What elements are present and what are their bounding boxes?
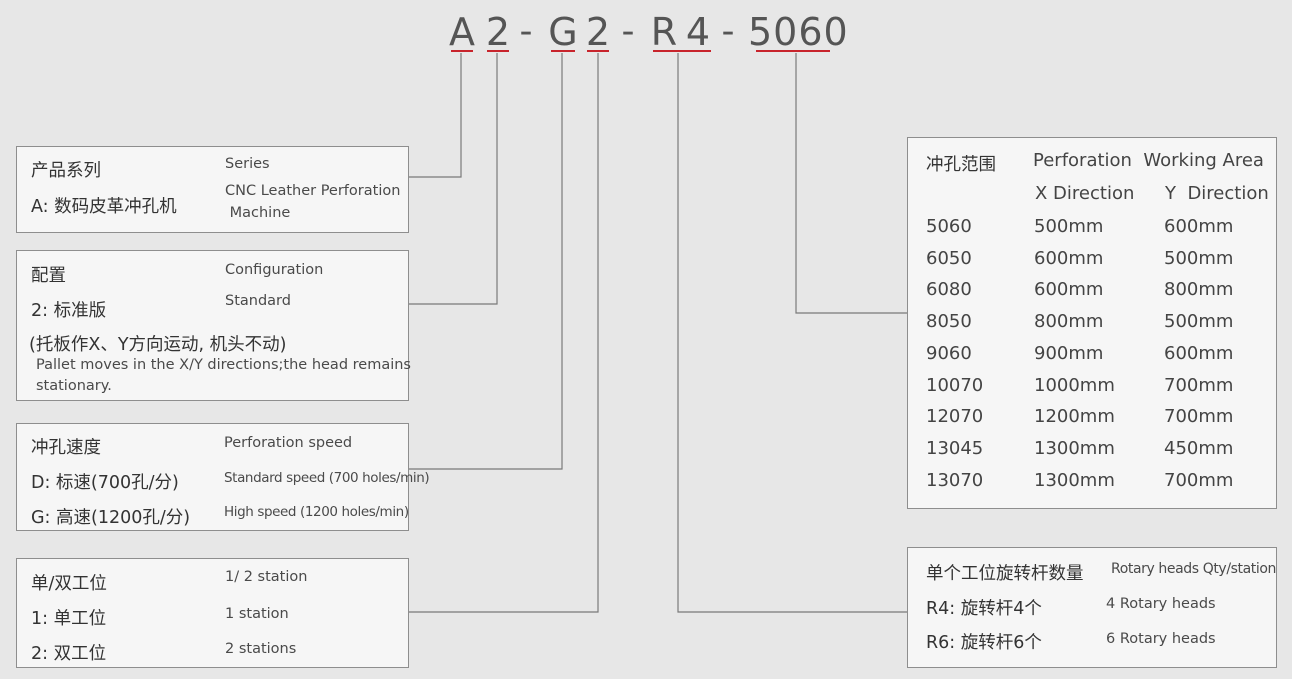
- underline-area: [756, 50, 830, 52]
- working-area-box: 冲孔范围 Perforation Working Area X Directio…: [907, 137, 1277, 509]
- station-zh-title: 单/双工位: [31, 574, 107, 594]
- speed-zh-title: 冲孔速度: [31, 438, 101, 458]
- connector-speed: [408, 53, 563, 470]
- code-station-digit: 2: [585, 10, 611, 54]
- code-dash-1: -: [519, 11, 533, 52]
- area-row-y: 500mm: [1164, 247, 1234, 269]
- area-row-model: 9060: [926, 342, 972, 364]
- area-row-x: 1300mm: [1034, 437, 1115, 459]
- area-row-y: 450mm: [1164, 437, 1234, 459]
- area-y-header: Y Direction: [1165, 183, 1269, 204]
- rotary-box: 单个工位旋转杆数量 Rotary heads Qty/station R4: 旋…: [907, 547, 1277, 668]
- series-zh-title: 产品系列: [31, 161, 101, 181]
- code-series-letter: A: [449, 10, 475, 54]
- station-zh-1: 1: 单工位: [31, 609, 107, 629]
- area-x-header: X Direction: [1035, 183, 1135, 204]
- speed-box: 冲孔速度 Perforation speed D: 标速(700孔/分) Sta…: [16, 423, 430, 531]
- series-en-value-2: Machine: [225, 205, 291, 221]
- area-row-model: 13070: [926, 469, 984, 491]
- underline-rotary: [653, 50, 711, 52]
- area-row-x: 600mm: [1034, 247, 1104, 269]
- code-rotary-digit: 4: [685, 10, 711, 54]
- speed-en-standard: Standard speed (700 holes/min): [224, 470, 430, 486]
- area-row-x: 600mm: [1034, 279, 1104, 301]
- area-row-x: 500mm: [1034, 216, 1104, 237]
- code-rotary-letter: R: [650, 10, 678, 54]
- underline-speed: [551, 50, 575, 52]
- area-row-y: 500mm: [1164, 311, 1234, 333]
- connector-rotary: [677, 53, 907, 613]
- area-row-model: 5060: [926, 216, 972, 237]
- area-row-model: 10070: [926, 374, 984, 396]
- area-row-y: 700mm: [1164, 374, 1234, 396]
- area-row-model: 8050: [926, 311, 972, 333]
- area-row-model: 6080: [926, 279, 972, 301]
- rotary-en-title: Rotary heads Qty/station: [1111, 561, 1277, 577]
- area-row-x: 800mm: [1034, 311, 1104, 333]
- station-en-1: 1 station: [225, 606, 289, 622]
- connector-area: [795, 53, 907, 314]
- station-en-title: 1/ 2 station: [225, 569, 308, 585]
- rotary-zh-r6: R6: 旋转杆6个: [926, 633, 1042, 653]
- series-zh-value: A: 数码皮革冲孔机: [31, 197, 177, 217]
- area-row-model: 6050: [926, 247, 972, 269]
- code-speed-letter: G: [548, 10, 578, 54]
- area-row-y: 700mm: [1164, 469, 1234, 491]
- series-en-value-1: CNC Leather Perforation: [225, 183, 401, 199]
- area-row-x: 1000mm: [1034, 374, 1115, 396]
- speed-zh-standard: D: 标速(700孔/分): [31, 473, 179, 493]
- area-row-model: 12070: [926, 406, 984, 428]
- code-dash-2: -: [621, 11, 635, 52]
- underline-station: [587, 50, 609, 52]
- series-en-title: Series: [225, 156, 270, 172]
- area-en-title: Perforation Working Area: [1033, 150, 1264, 171]
- code-config-digit: 2: [485, 10, 511, 54]
- area-row-y: 800mm: [1164, 279, 1234, 301]
- station-box: 单/双工位 1/ 2 station 1: 单工位 1 station 2: 双…: [16, 558, 409, 668]
- series-box: 产品系列 Series A: 数码皮革冲孔机 CNC Leather Perfo…: [16, 146, 409, 233]
- speed-zh-high: G: 高速(1200孔/分): [31, 508, 191, 528]
- connector-station: [408, 53, 599, 613]
- speed-en-high: High speed (1200 holes/min): [224, 504, 409, 520]
- config-zh-value: 2: 标准版: [31, 301, 107, 321]
- area-row-y: 600mm: [1164, 342, 1234, 364]
- rotary-zh-r4: R4: 旋转杆4个: [926, 599, 1042, 619]
- station-en-2: 2 stations: [225, 641, 297, 657]
- connector-series: [408, 53, 462, 178]
- area-row-x: 1300mm: [1034, 469, 1115, 491]
- code-area-number: 5060: [748, 10, 849, 54]
- area-row-y: 600mm: [1164, 216, 1234, 237]
- rotary-zh-title: 单个工位旋转杆数量: [926, 564, 1084, 584]
- area-row-y: 700mm: [1164, 406, 1234, 428]
- config-zh-note: (托板作X、Y方向运动, 机头不动): [29, 335, 287, 355]
- connector-config: [408, 53, 498, 305]
- code-dash-3: -: [721, 11, 735, 52]
- area-row-x: 1200mm: [1034, 406, 1115, 428]
- speed-en-title: Perforation speed: [224, 435, 353, 451]
- rotary-en-r6: 6 Rotary heads: [1106, 631, 1216, 647]
- config-zh-title: 配置: [31, 266, 66, 286]
- area-row-x: 900mm: [1034, 342, 1104, 364]
- area-zh-title: 冲孔范围: [926, 155, 996, 175]
- rotary-en-r4: 4 Rotary heads: [1106, 596, 1216, 612]
- config-en-title: Configuration: [225, 262, 324, 278]
- station-zh-2: 2: 双工位: [31, 644, 107, 664]
- underline-config: [487, 50, 509, 52]
- config-en-note-2: stationary.: [36, 378, 112, 394]
- config-box: 配置 Configuration 2: 标准版 Standard (托板作X、Y…: [16, 250, 411, 401]
- config-en-note-1: Pallet moves in the X/Y directions;the h…: [36, 357, 411, 373]
- underline-series: [451, 50, 473, 52]
- area-row-model: 13045: [926, 437, 984, 459]
- config-en-value: Standard: [225, 293, 291, 309]
